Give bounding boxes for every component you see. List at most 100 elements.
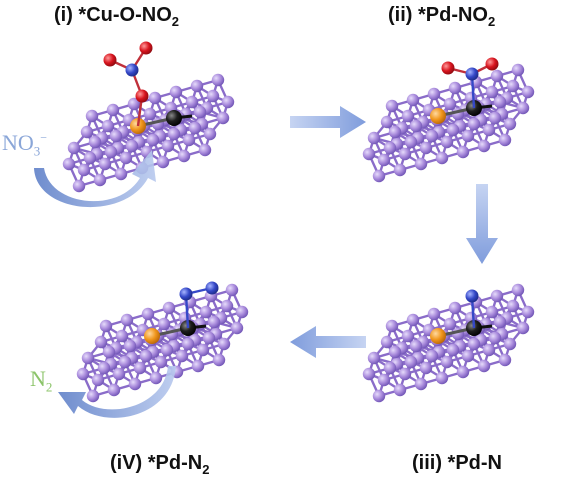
- lattice-atom: [477, 359, 491, 373]
- lattice-atom: [98, 157, 112, 171]
- lattice-atom: [388, 125, 402, 139]
- lattice-atom: [367, 131, 381, 145]
- lattice-atom: [377, 153, 391, 167]
- lattice-atom: [398, 147, 412, 161]
- lattice-atom: [482, 343, 496, 357]
- oxygen-atom: [485, 57, 499, 71]
- nitrate-label-subscript: 3: [33, 143, 41, 159]
- lattice-atom: [120, 313, 134, 327]
- lattice-atom: [440, 355, 454, 369]
- lattice-atom: [123, 339, 137, 353]
- lattice-atom: [427, 307, 441, 321]
- lattice-atom: [83, 151, 97, 165]
- lattice-atom: [154, 355, 168, 369]
- lattice-atom: [409, 119, 423, 133]
- lattice-atom: [118, 355, 132, 369]
- oxygen-atom: [103, 53, 117, 67]
- oxygen-atom: [139, 41, 153, 55]
- lattice-atom: [182, 133, 196, 147]
- lattice-atom: [72, 179, 86, 193]
- lattice-atom: [91, 373, 105, 387]
- lattice-atom: [211, 73, 225, 87]
- lattice-atom: [86, 389, 100, 403]
- lattice-atom: [125, 139, 139, 153]
- lattice-atom: [225, 283, 239, 297]
- lattice-atom: [85, 109, 99, 123]
- lattice-atom: [461, 129, 475, 143]
- lattice-atom: [212, 353, 226, 367]
- lattice-atom: [385, 319, 399, 333]
- nitrate-label-base: NO: [2, 130, 34, 155]
- lattice-atom: [488, 111, 502, 125]
- lattice-atom: [190, 79, 204, 93]
- lattice-atom: [156, 155, 170, 169]
- pd-atom: [166, 110, 182, 126]
- lattice-atom: [160, 343, 174, 357]
- lattice-atom: [143, 107, 157, 121]
- lattice-atom: [435, 151, 449, 165]
- lattice-atom: [383, 141, 397, 155]
- lattice-atom: [383, 361, 397, 375]
- lattice-atom: [372, 169, 386, 183]
- lattice-atom: [516, 321, 530, 335]
- lattice-atom: [367, 351, 381, 365]
- lattice-atom: [148, 91, 162, 105]
- lattice-atom: [521, 85, 535, 99]
- lattice-atom: [128, 377, 142, 391]
- lattice-atom: [362, 147, 376, 161]
- lattice-atom: [102, 345, 116, 359]
- n2-label: N2: [30, 366, 52, 395]
- lattice-atom: [419, 141, 433, 155]
- lattice-atom: [485, 305, 499, 319]
- cu-atom: [430, 328, 446, 344]
- nitrogen-atom: [465, 67, 479, 81]
- lattice-atom: [490, 69, 504, 83]
- cu-atom: [430, 108, 446, 124]
- oxygen-atom: [441, 61, 455, 75]
- n2-label-base: N: [30, 366, 46, 391]
- catalyst-lattice-4: [76, 281, 249, 403]
- lattice-atom: [139, 349, 153, 363]
- lattice-atom: [161, 139, 175, 153]
- flow-arrow-down: [466, 184, 498, 264]
- lattice-atom: [76, 367, 90, 381]
- lattice-atom: [206, 89, 220, 103]
- lattice-atom: [377, 373, 391, 387]
- lattice-atom: [477, 139, 491, 153]
- lattice-atom: [398, 367, 412, 381]
- lattice-atom: [235, 305, 249, 319]
- lattice-atom: [119, 151, 133, 165]
- lattice-atom: [506, 299, 520, 313]
- lattice-atom: [425, 349, 439, 363]
- nitrate-label: NO3−: [2, 130, 47, 159]
- lattice-atom: [149, 371, 163, 385]
- lattice-atom: [490, 289, 504, 303]
- flow-arrow-right: [290, 106, 366, 138]
- lattice-atom: [516, 101, 530, 115]
- lattice-atom: [467, 337, 481, 351]
- lattice-atom: [488, 331, 502, 345]
- cu-atom: [144, 328, 160, 344]
- lattice-atom: [193, 105, 207, 119]
- lattice-atom: [409, 339, 423, 353]
- lattice-atom: [97, 361, 111, 375]
- oxygen-atom: [135, 89, 149, 103]
- catalyst-lattice-2: [362, 57, 535, 183]
- lattice-atom: [77, 163, 91, 177]
- n2-desorption-arrow: [58, 366, 176, 418]
- lattice-atom: [498, 133, 512, 147]
- lattice-atom: [94, 335, 108, 349]
- lattice-atom: [175, 349, 189, 363]
- lattice-atom: [372, 389, 386, 403]
- lattice-atom: [177, 149, 191, 163]
- lattice-atom: [62, 157, 76, 171]
- lattice-atom: [127, 97, 141, 111]
- lattice-atom: [81, 351, 95, 365]
- panel-title-i-text: (i) *Cu-O-NO: [54, 4, 172, 26]
- lattice-atom: [191, 359, 205, 373]
- lattice-atom: [67, 141, 81, 155]
- lattice-atom: [448, 81, 462, 95]
- lattice-atom: [482, 123, 496, 137]
- lattice-atom: [362, 367, 376, 381]
